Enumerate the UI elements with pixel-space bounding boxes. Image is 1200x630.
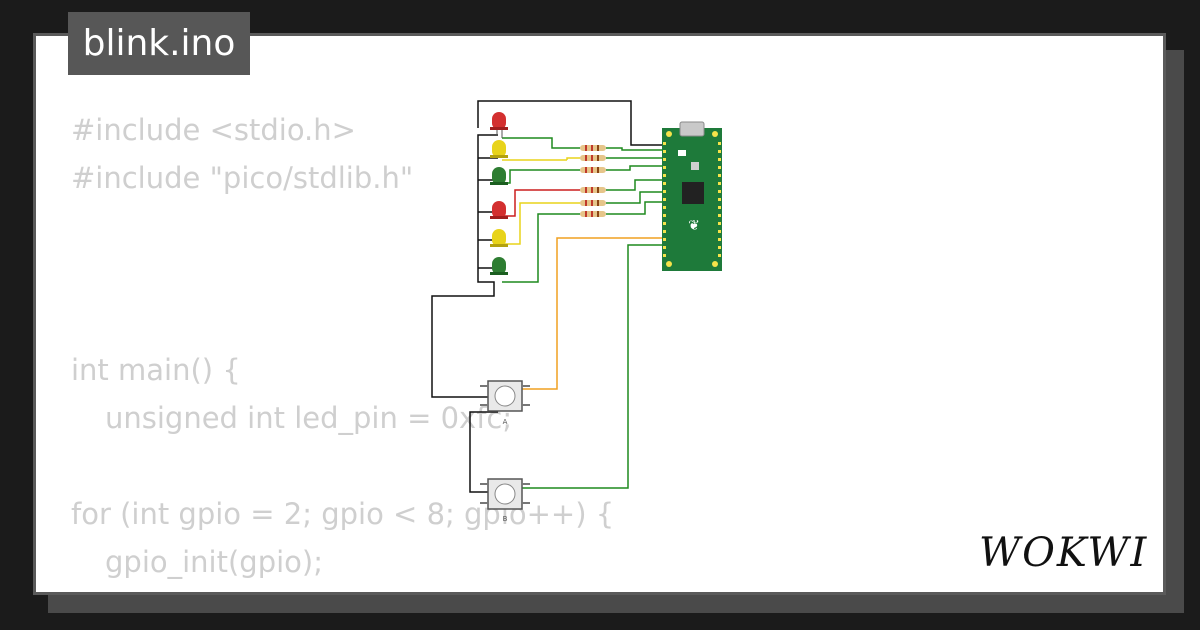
led-yellow — [490, 140, 508, 158]
led-green — [490, 167, 508, 185]
wires-black — [431, 100, 662, 493]
leds — [490, 112, 508, 275]
resistor — [580, 187, 606, 193]
brand-text: WOKWI — [979, 530, 1148, 576]
pushbutton-a: A — [480, 380, 530, 426]
code-background: #include <stdio.h> #include "pico/stdlib… — [71, 106, 615, 592]
code-line: for (int gpio = 2; gpio < 8; gpio++) { — [71, 497, 615, 531]
button-label: B — [503, 515, 508, 523]
resistors — [580, 145, 606, 217]
pico-board: ❦ — [662, 121, 722, 271]
code-line: #include <stdio.h> — [71, 113, 356, 147]
led-yellow — [490, 229, 508, 247]
led-green — [490, 257, 508, 275]
resistor — [580, 167, 606, 173]
resistor — [580, 155, 606, 161]
pushbutton-b: B — [480, 478, 530, 523]
resistor — [580, 200, 606, 206]
button-label: A — [503, 418, 508, 426]
led-red — [490, 112, 508, 138]
preview-card: #include <stdio.h> #include "pico/stdlib… — [33, 33, 1166, 595]
code-line: gpio_init(gpio); — [105, 545, 323, 579]
code-line: int main() { — [71, 353, 241, 387]
svg-text:❦: ❦ — [688, 218, 700, 234]
wires-colored — [502, 137, 662, 489]
resistor — [580, 211, 606, 217]
resistor — [580, 145, 606, 151]
code-line: #include "pico/stdlib.h" — [71, 161, 414, 195]
led-red — [490, 201, 508, 219]
wokwi-logo: WOKWI — [979, 530, 1148, 576]
project-title: blink.ino — [68, 12, 250, 75]
